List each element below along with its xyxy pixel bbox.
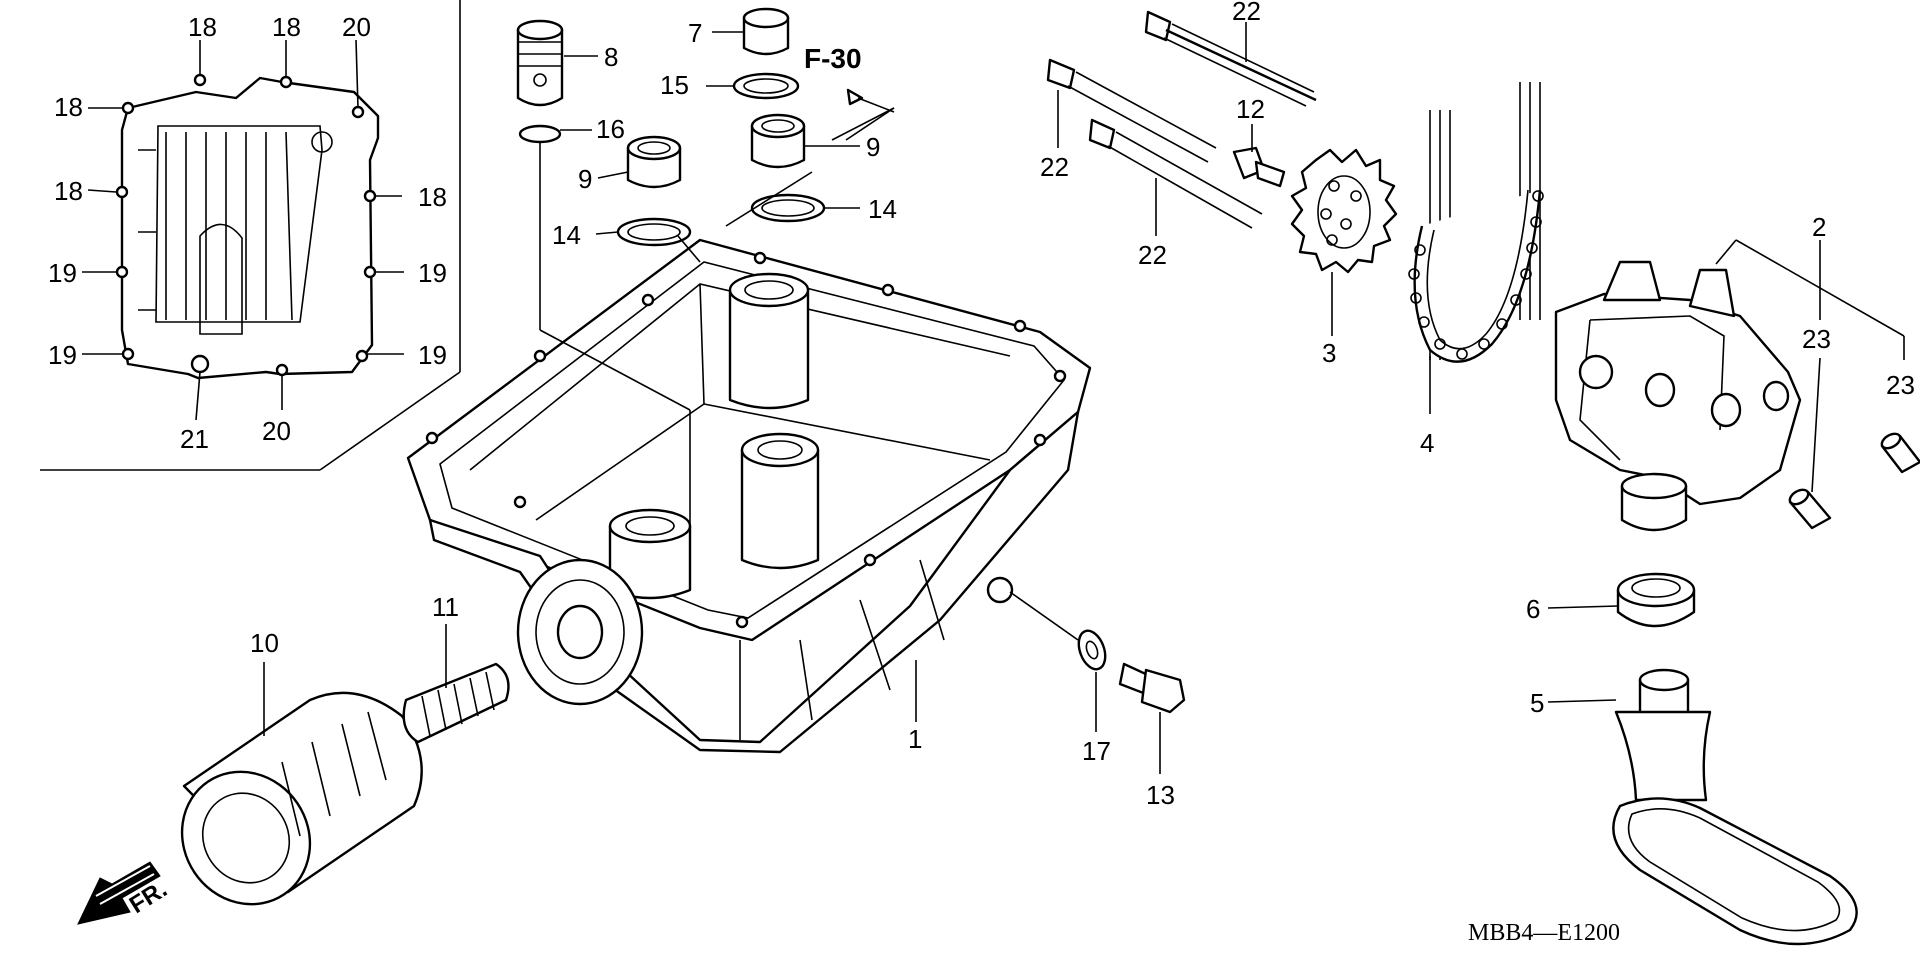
- callout-1: 1: [908, 724, 922, 754]
- callout-9-left: 9: [578, 164, 592, 194]
- dowel-collar-7: [742, 7, 790, 56]
- drive-chain: [1408, 82, 1544, 363]
- callout-19-left-lower: 19: [48, 340, 77, 370]
- drain-bolt: [1118, 662, 1186, 714]
- oil-strainer: [1612, 668, 1858, 946]
- collar-9-left: [626, 135, 682, 189]
- callout-6: 6: [1526, 594, 1540, 624]
- callout-19-right-upper: 19: [418, 258, 447, 288]
- callout-23-middle: 23: [1802, 324, 1831, 354]
- callout-11: 11: [432, 592, 459, 622]
- callout-18-left-upper: 18: [54, 92, 83, 122]
- callout-12: 12: [1236, 94, 1265, 124]
- oil-pump: [1554, 260, 1802, 532]
- figure-code: MBB4—E1200: [1468, 920, 1620, 946]
- callout-10: 10: [250, 628, 279, 658]
- oil-filter: [180, 691, 423, 906]
- front-direction-arrow: [77, 861, 161, 925]
- callout-22-bottom: 22: [1138, 240, 1167, 270]
- bolt-22-middle: [1046, 58, 1217, 163]
- callout-18-left-middle: 18: [54, 176, 83, 206]
- pump-sprocket: [1290, 148, 1398, 274]
- callout-7: 7: [688, 18, 702, 48]
- section-reference: F-30: [804, 43, 862, 74]
- bolt-12: [1232, 146, 1286, 188]
- seal-ring-14-right: [750, 193, 826, 223]
- callout-16: 16: [596, 114, 625, 144]
- dowel-pin-23-right: [1880, 432, 1920, 474]
- dowel-pin-23-left: [1788, 488, 1832, 530]
- collar-9-right: [750, 113, 806, 169]
- callout-18-top-left: 18: [188, 12, 217, 42]
- seal-ring-14-left: [616, 217, 692, 247]
- callout-21: 21: [180, 424, 209, 454]
- callout-14-left: 14: [552, 220, 581, 250]
- callout-20-top: 20: [342, 12, 371, 42]
- callout-19-right-lower: 19: [418, 340, 447, 370]
- callout-18-top-right: 18: [272, 12, 301, 42]
- callout-20-bottom: 20: [262, 416, 291, 446]
- bolt-22-upper: [1144, 10, 1317, 107]
- callout-15: 15: [660, 70, 689, 100]
- callout-9-right: 9: [866, 132, 880, 162]
- callout-3: 3: [1322, 338, 1336, 368]
- callout-8: 8: [604, 42, 618, 72]
- callout-2: 2: [1812, 212, 1826, 242]
- callout-4: 4: [1420, 428, 1434, 458]
- callout-17: 17: [1082, 736, 1111, 766]
- seal-ring-15: [732, 72, 800, 100]
- inset-gasket-view: [40, 0, 461, 471]
- callout-13: 13: [1146, 780, 1175, 810]
- bolt-22-lower: [1088, 118, 1263, 229]
- callout-22-left: 22: [1040, 152, 1069, 182]
- o-ring-16: [518, 124, 562, 144]
- callout-5: 5: [1530, 688, 1544, 718]
- relief-valve: [516, 19, 564, 107]
- callout-18-right-middle: 18: [418, 182, 447, 212]
- filter-stud: [402, 662, 510, 744]
- callout-23-right: 23: [1886, 370, 1915, 400]
- oil-pan: [406, 238, 1092, 754]
- strainer-seal: [1616, 572, 1696, 628]
- callout-19-left-upper: 19: [48, 258, 77, 288]
- callout-14-right: 14: [868, 194, 897, 224]
- callout-22-top: 22: [1232, 0, 1261, 26]
- sealing-washer: [1077, 629, 1107, 671]
